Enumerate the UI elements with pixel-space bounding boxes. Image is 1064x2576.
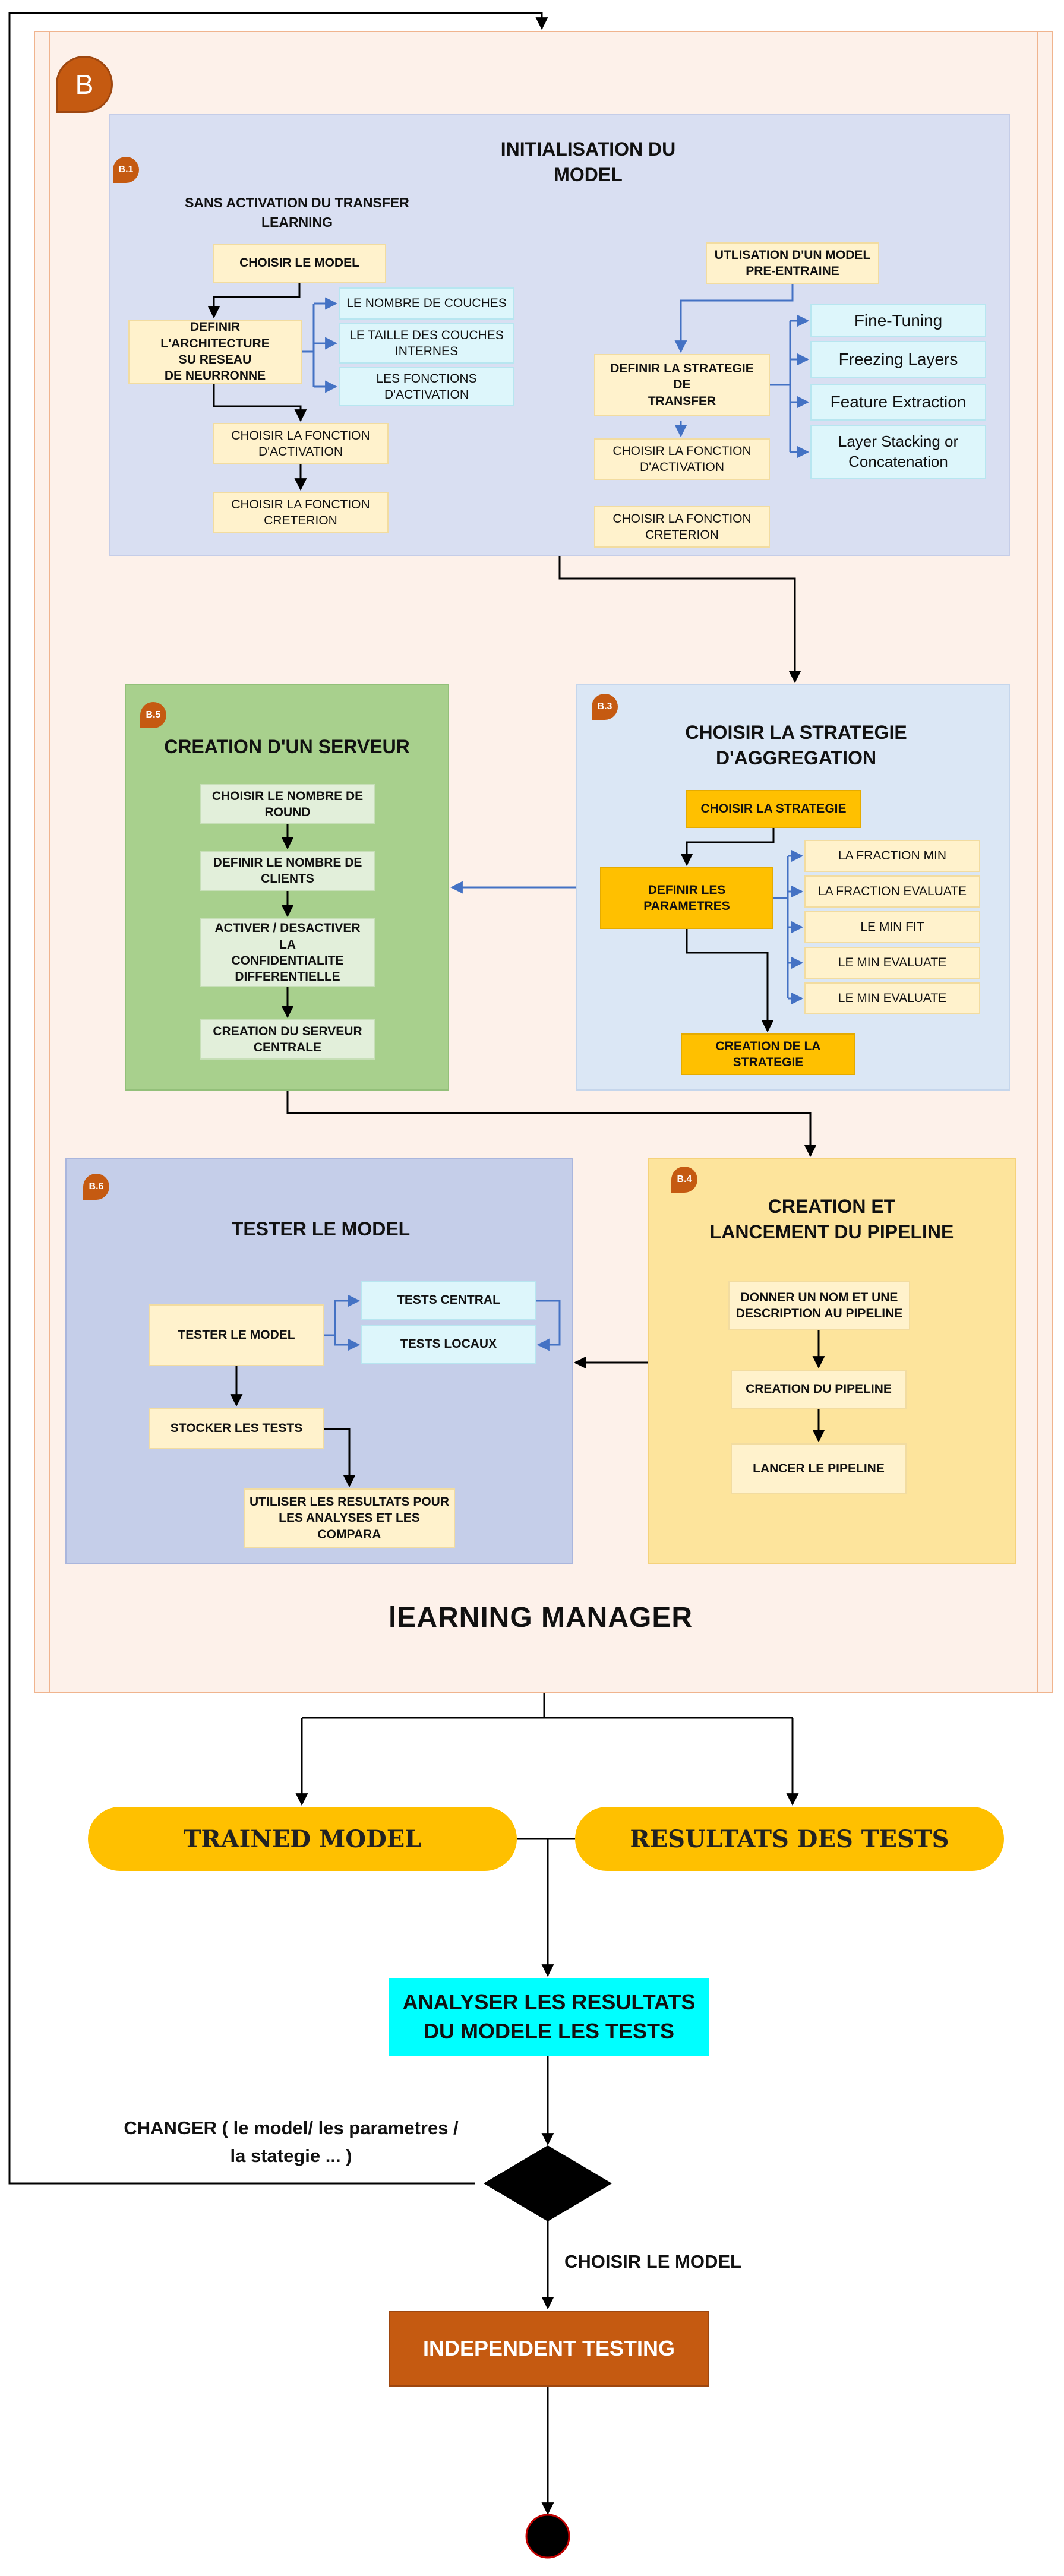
panel-creation-pipeline	[648, 1158, 1016, 1564]
arch-option-taille-couches: LE TAILLE DES COUCHES INTERNES	[339, 323, 514, 364]
transfer-option-fine-tuning: Fine-Tuning	[810, 304, 986, 337]
b5-title: CREATION D'UN SERVEUR	[164, 736, 410, 757]
label-changer: CHANGER ( le model/ les parametres / la …	[124, 2117, 459, 2166]
end-node	[525, 2514, 570, 2559]
loop-back-arrow	[8, 12, 548, 2185]
badge-b6: B.6	[83, 1174, 109, 1200]
b4-step-nom-description: DONNER UN NOM ET UNE DESCRIPTION AU PIPE…	[728, 1281, 910, 1330]
box-left-fonction-creterion: CHOISIR LA FONCTION CRETERION	[213, 492, 389, 533]
b6-title: TESTER LE MODEL	[231, 1218, 411, 1240]
box-tester-le-model: TESTER LE MODEL	[149, 1304, 324, 1366]
output-trained-model: TRAINED MODEL	[88, 1807, 517, 1871]
box-analyser-resultats: ANALYSER LES RESULTATS DU MODELE LES TES…	[389, 1978, 709, 2056]
param-min-fit: LE MIN FIT	[804, 911, 980, 943]
box-tests-locaux: TESTS LOCAUX	[361, 1325, 536, 1364]
badge-b3: B.3	[592, 694, 618, 720]
arrow-choisir-to-parametres	[680, 828, 775, 867]
b4-step-creation-pipeline: CREATION DU PIPELINE	[731, 1370, 907, 1409]
b4-title: CREATION ET LANCEMENT DU PIPELINE	[709, 1196, 954, 1243]
decision-diamond	[484, 2145, 612, 2221]
arrow-choisir-to-architecture	[207, 283, 301, 319]
box-left-fonction-activation: CHOISIR LA FONCTION D'ACTIVATION	[213, 423, 389, 464]
box-choisir-strategie: CHOISIR LA STRATEGIE	[686, 790, 861, 828]
arrow-b5-to-b4	[286, 1091, 817, 1158]
box-independent-testing: INDEPENDENT TESTING	[389, 2311, 709, 2387]
transfer-option-freezing-layers: Freezing Layers	[810, 341, 986, 378]
box-stocker-tests: STOCKER LES TESTS	[149, 1408, 324, 1449]
box-right-fonction-activation: CHOISIR LA FONCTION D'ACTIVATION	[594, 438, 770, 480]
box-definir-parametres: DEFINIR LES PARAMETRES	[600, 867, 773, 929]
badge-b5: B.5	[140, 702, 166, 728]
section-b-badge: B	[56, 56, 113, 113]
label-choisir-le-model: CHOISIR LE MODEL	[564, 2251, 741, 2272]
box-tests-central: TESTS CENTRAL	[361, 1281, 536, 1320]
box-utiliser-resultats: UTILISER LES RESULTATS POUR LES ANALYSES…	[244, 1488, 455, 1548]
b5-step-confidentialite: ACTIVER / DESACTIVER LA CONFIDENTIALITE …	[200, 918, 375, 987]
param-fraction-min: LA FRACTION MIN	[804, 840, 980, 872]
output-resultats-tests: RESULTATS DES TESTS	[575, 1807, 1004, 1871]
param-min-evaluate-1: LE MIN EVALUATE	[804, 947, 980, 979]
b1-title: INITIALISATION DU MODEL	[500, 138, 676, 186]
arch-option-nombre-couches: LE NOMBRE DE COUCHES	[339, 287, 514, 320]
arch-option-fonctions-activation: LES FONCTIONS D'ACTIVATION	[339, 367, 514, 406]
box-right-fonction-creterion: CHOISIR LA FONCTION CRETERION	[594, 506, 770, 548]
param-min-evaluate-2: LE MIN EVALUATE	[804, 982, 980, 1014]
transfer-option-layer-stacking: Layer Stacking or Concatenation	[810, 425, 986, 479]
arrow-b1-to-b3	[558, 556, 801, 684]
box-model-pre-entraine: UTLISATION D'UN MODEL PRE-ENTRAINE	[706, 242, 879, 284]
b3-title: CHOISIR LA STRATEGIE D'AGGREGATION	[685, 722, 907, 769]
b5-step-nombre-round: CHOISIR LE NOMBRE DE ROUND	[200, 784, 375, 824]
badge-b1: B.1	[113, 157, 139, 183]
b5-step-serveur-centrale: CREATION DU SERVEUR CENTRALE	[200, 1019, 375, 1060]
box-creation-strategie: CREATION DE LA STRATEGIE	[681, 1033, 855, 1075]
b4-step-lancer-pipeline: LANCER LE PIPELINE	[731, 1443, 907, 1494]
transfer-option-feature-extraction: Feature Extraction	[810, 384, 986, 421]
badge-b4: B.4	[671, 1167, 697, 1193]
b5-step-nombre-clients: DEFINIR LE NOMBRE DE CLIENTS	[200, 851, 375, 891]
box-definir-architecture: DEFINIR L'ARCHITECTURE SU RESEAU DE NEUR…	[128, 320, 302, 384]
box-definir-strategie-transfer: DEFINIR LA STRATEGIE DE TRANSFER	[594, 354, 770, 416]
arrow-pretrained-to-strategie	[674, 284, 794, 353]
param-fraction-evaluate: LA FRACTION EVALUATE	[804, 875, 980, 908]
learning-manager-title: lEARNING MANAGER	[388, 1602, 693, 1633]
arrow-parametres-to-creation	[686, 929, 774, 1033]
b1-left-heading: SANS ACTIVATION DU TRANSFER LEARNING	[185, 195, 409, 230]
arrow-architecture-to-fn-activation	[213, 384, 307, 422]
box-choisir-le-model: CHOISIR LE MODEL	[213, 244, 386, 283]
